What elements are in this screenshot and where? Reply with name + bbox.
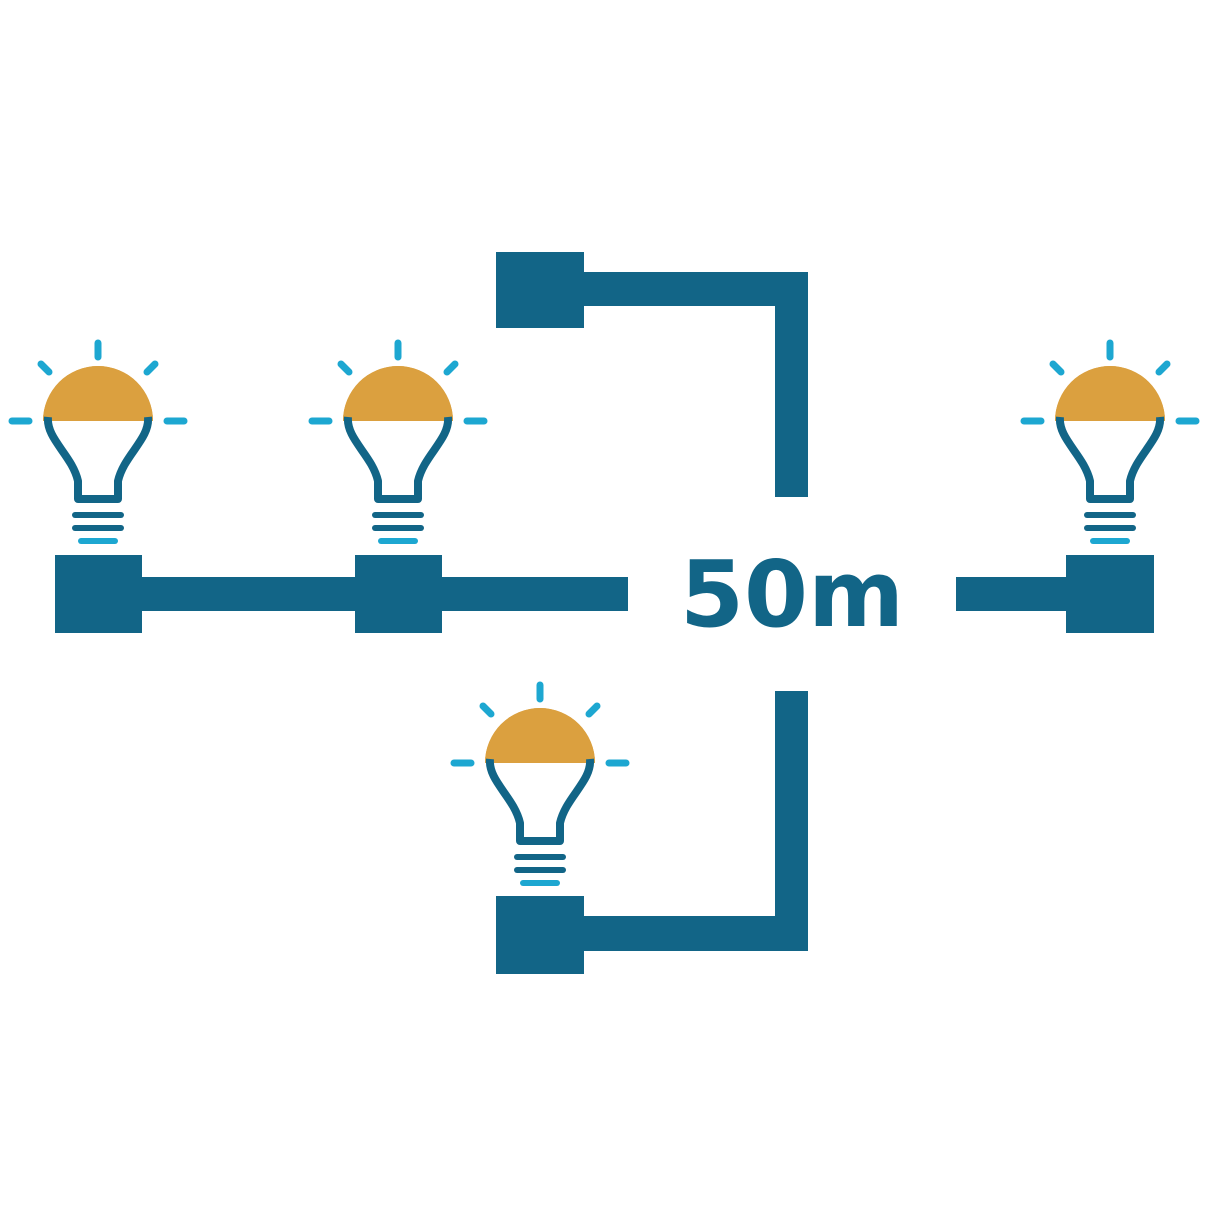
cable-segment [582, 272, 808, 306]
cable-segment [140, 577, 360, 611]
light-bulb-icon [1024, 343, 1196, 544]
sockets [55, 252, 1154, 974]
length-label: 50m [680, 541, 904, 648]
cable-segment [956, 577, 1068, 611]
socket [496, 896, 584, 974]
cable-segment [582, 916, 808, 951]
cable-segment [775, 272, 808, 497]
light-bulb-icon [454, 685, 626, 886]
cable [140, 272, 1068, 951]
socket [355, 555, 442, 633]
socket [1066, 555, 1154, 633]
light-bulb-icon [312, 343, 484, 544]
light-bulb-icon [12, 343, 184, 544]
cable-segment [775, 691, 808, 951]
cable-segment [440, 577, 628, 611]
socket [55, 555, 142, 633]
socket [496, 252, 584, 328]
